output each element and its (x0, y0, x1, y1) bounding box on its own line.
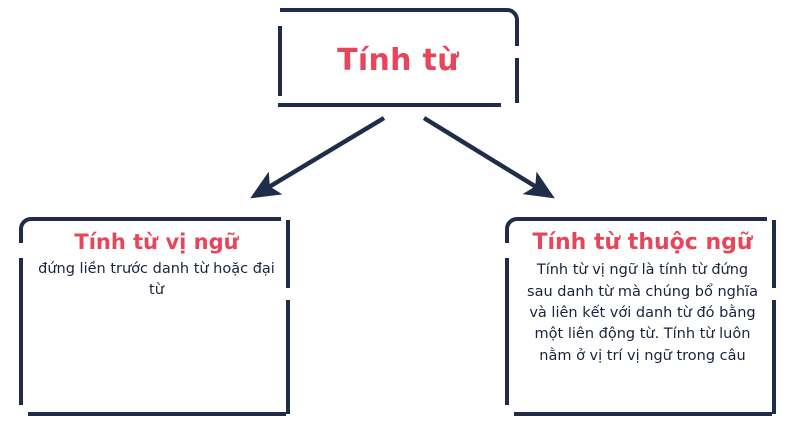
node-root[interactable]: Tính từ (278, 8, 518, 112)
node-tinh-tu-vi-ngu[interactable]: Tính từ vị ngữ đứng liền trước danh từ h… (14, 216, 299, 418)
node-tinh-tu-thuoc-ngu-body: Tính từ vị ngữ là tính từ đứng sau danh … (527, 262, 758, 364)
node-tinh-tu-thuoc-ngu[interactable]: Tính từ thuộc ngữ Tính từ vị ngữ là tính… (500, 216, 785, 418)
connector-root-to-right (422, 116, 555, 199)
connector-root-to-left (250, 116, 386, 199)
node-tinh-tu-thuoc-ngu-title: Tính từ thuộc ngữ (532, 230, 753, 255)
node-tinh-tu-vi-ngu-title: Tính từ vị ngữ (74, 230, 239, 254)
node-tinh-tu-vi-ngu-body: đứng liền trước danh từ hoặc đại từ (38, 261, 275, 298)
node-root-title: Tính từ (337, 42, 459, 78)
